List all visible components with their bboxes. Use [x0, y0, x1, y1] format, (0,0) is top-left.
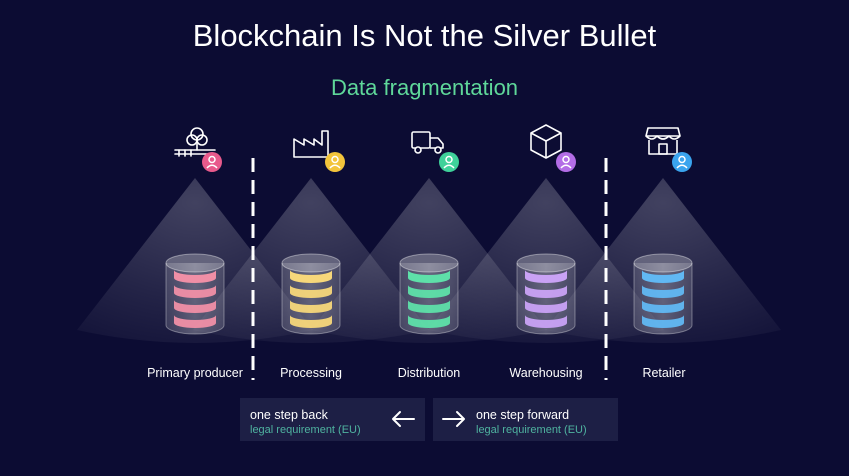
user-avatar-icon-processing — [325, 152, 345, 172]
database-icon-warehousing — [516, 253, 576, 335]
stage-label-warehousing: Warehousing — [509, 366, 583, 380]
step-forward-subtitle: legal requirement (EU) — [476, 424, 587, 436]
arrow-right-icon — [442, 411, 465, 427]
stage-label-primary-producer: Primary producer — [147, 366, 243, 380]
user-avatar-icon-primary-producer — [202, 152, 222, 172]
database-icon-processing — [281, 253, 341, 335]
stage-label-processing: Processing — [280, 366, 342, 380]
light-beam-retailer — [545, 178, 781, 343]
stage-label-distribution: Distribution — [397, 366, 461, 380]
arrow-left-icon — [392, 411, 415, 427]
database-icon-primary-producer — [165, 253, 225, 335]
store-icon — [645, 127, 681, 155]
page-subtitle: Data fragmentation — [330, 75, 519, 100]
truck-icon — [411, 131, 444, 154]
step-back-title: one step back — [250, 408, 328, 422]
databases — [165, 253, 693, 335]
stage-label-retailer: Retailer — [642, 366, 686, 380]
step-back-subtitle: legal requirement (EU) — [250, 424, 361, 436]
step-back-box: one step back legal requirement (EU) — [240, 398, 425, 441]
step-forward-box: one step forward legal requirement (EU) — [433, 398, 618, 441]
page-title: Blockchain Is Not the Silver Bullet — [192, 18, 657, 53]
database-icon-distribution — [399, 253, 459, 335]
database-icon-retailer — [633, 253, 693, 335]
stage-avatars — [202, 152, 692, 172]
user-avatar-icon-warehousing — [556, 152, 576, 172]
user-avatar-icon-distribution — [439, 152, 459, 172]
user-avatar-icon-retailer — [672, 152, 692, 172]
tree-icon — [174, 127, 216, 157]
box-icon — [530, 124, 562, 159]
step-forward-title: one step forward — [476, 408, 570, 422]
factory-icon — [293, 130, 329, 158]
stage-icons — [174, 124, 681, 159]
